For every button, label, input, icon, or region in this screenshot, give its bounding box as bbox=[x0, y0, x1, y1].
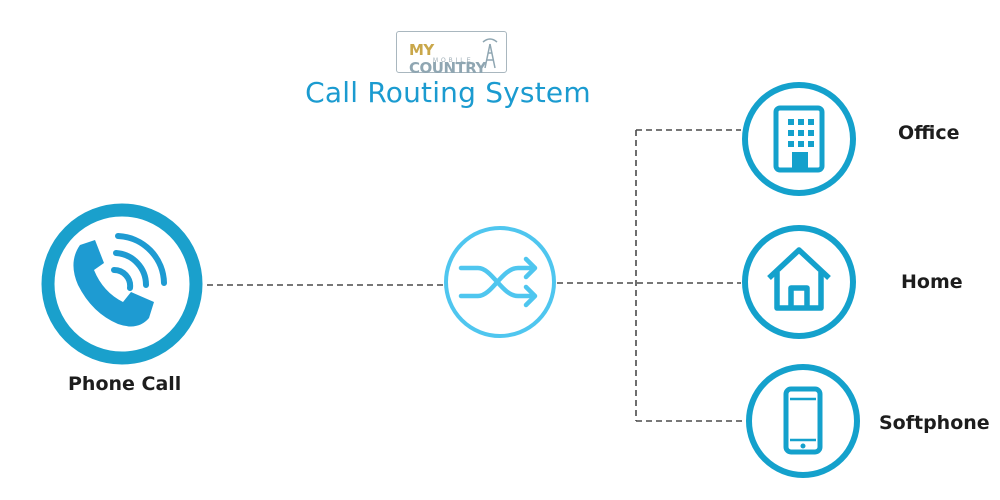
company-logo: MY COUNTRY MOBILE bbox=[396, 31, 507, 77]
home-icon bbox=[767, 247, 831, 311]
phone-call-node bbox=[41, 203, 203, 365]
office-node bbox=[742, 82, 856, 196]
office-building-icon bbox=[773, 105, 825, 173]
home-label: Home bbox=[901, 271, 963, 293]
diagram-title: Call Routing System bbox=[305, 76, 591, 109]
logo-subtext: MOBILE bbox=[433, 58, 474, 64]
phone-call-label: Phone Call bbox=[68, 373, 182, 395]
logo-wordmark: MY COUNTRY bbox=[409, 41, 486, 77]
office-label: Office bbox=[898, 122, 960, 144]
phone-ringing-icon bbox=[73, 233, 167, 327]
router-node bbox=[444, 226, 556, 338]
radio-tower-icon bbox=[482, 38, 498, 69]
shuffle-icon bbox=[458, 256, 538, 308]
softphone-node bbox=[746, 364, 860, 478]
home-node bbox=[742, 225, 856, 339]
smartphone-icon bbox=[783, 386, 823, 455]
softphone-label: Softphone bbox=[879, 412, 990, 434]
